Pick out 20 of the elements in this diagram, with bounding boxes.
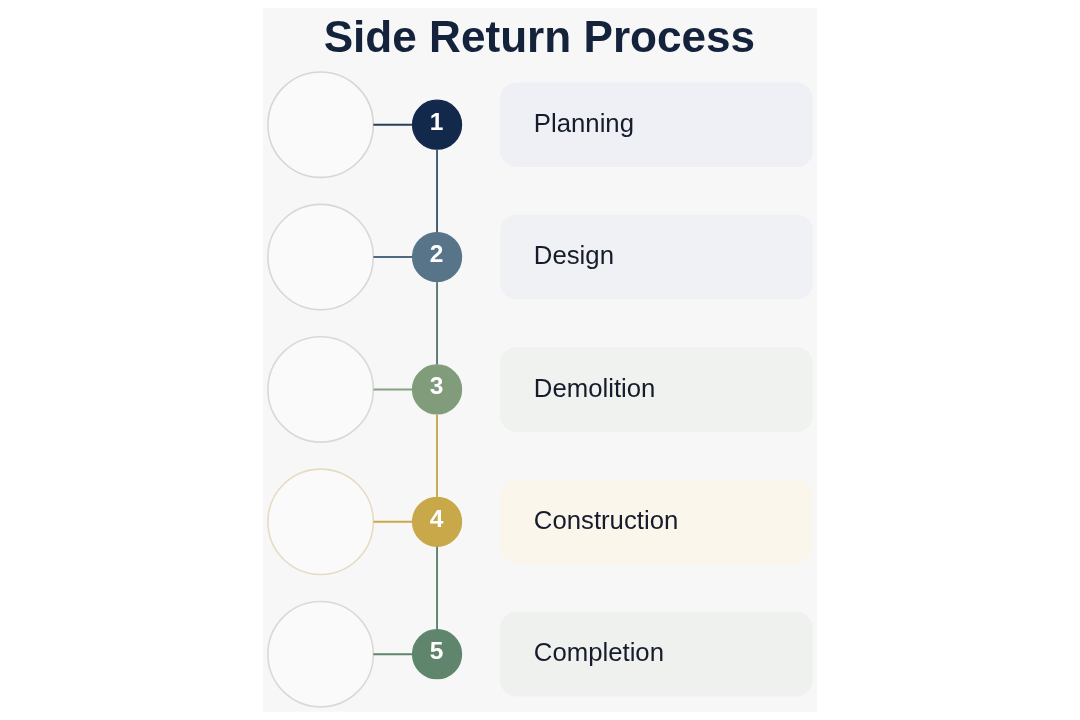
connector	[436, 545, 439, 631]
connector	[372, 388, 414, 391]
connector	[436, 413, 439, 498]
node-circle: 5	[411, 629, 463, 680]
connector	[436, 148, 439, 234]
node-circle	[267, 600, 375, 708]
node-circle	[267, 71, 375, 179]
node-circle	[267, 335, 375, 443]
node-circle	[267, 468, 375, 576]
connector	[436, 281, 439, 366]
node-circle: 1	[411, 99, 463, 150]
connector	[372, 256, 414, 259]
connector	[372, 653, 414, 656]
node-circle	[267, 203, 375, 311]
node-circle: 3	[411, 364, 463, 415]
diagram-title: Side Return Process	[323, 12, 756, 62]
connector	[372, 520, 414, 523]
node-circle: 2	[411, 231, 463, 283]
connector	[372, 123, 414, 126]
node-circle: 4	[411, 496, 463, 547]
